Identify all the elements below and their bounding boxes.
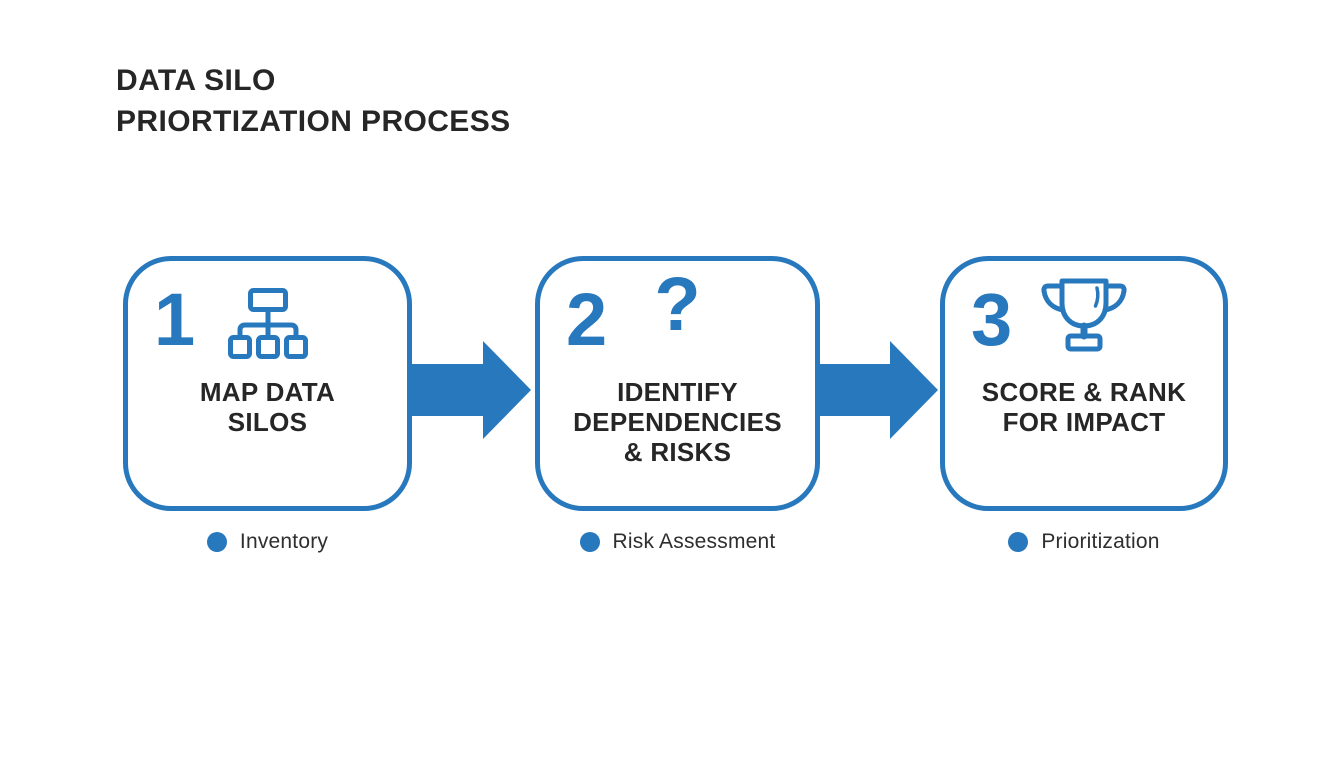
step-label-text-1: Inventory (239, 530, 329, 553)
step-title-2-line-1: IDENTIFY (617, 377, 738, 407)
step-title-1-line-2: SILOS (227, 407, 308, 437)
page-title-line-1: DATA SILO (116, 64, 276, 97)
step-label-risk-assessment: Risk Assessment (535, 529, 820, 555)
sitemap-icon (227, 288, 308, 365)
page-title: DATA SILO PRIORTIZATION PROCESS (116, 60, 511, 142)
flow-arrow-2 (818, 341, 938, 439)
step-label-text-3: Prioritization (1041, 530, 1160, 553)
step-card-score-rank: 3 SCORE & RANK FOR IMPACT (940, 256, 1228, 511)
bullet-dot-icon (1008, 532, 1029, 552)
question-mark-icon: ? (654, 262, 701, 347)
step-card-identify-dependencies: 2 ? IDENTIFY DEPENDENCIES & RISKS (535, 256, 820, 511)
step-title-2: IDENTIFY DEPENDENCIES & RISKS (540, 377, 815, 467)
step-number-1: 1 (154, 278, 196, 361)
bullet-dot-icon (579, 532, 600, 552)
step-label-text-2: Risk Assessment (612, 530, 776, 553)
step-number-3: 3 (971, 278, 1013, 361)
flow-arrow-1 (411, 341, 531, 439)
bullet-dot-icon (206, 532, 227, 552)
step-title-1-line-1: MAP DATA (199, 377, 336, 407)
step-title-2-line-2: DEPENDENCIES (573, 407, 782, 437)
page-title-line-2: PRIORTIZATION PROCESS (116, 105, 511, 138)
step-title-2-line-3: & RISKS (623, 437, 732, 467)
trophy-icon (1038, 277, 1130, 360)
step-number-2: 2 (566, 278, 608, 361)
step-title-3-line-2: FOR IMPACT (1002, 407, 1166, 437)
step-title-3-line-1: SCORE & RANK (981, 377, 1187, 407)
step-title-3: SCORE & RANK FOR IMPACT (945, 377, 1223, 437)
step-label-prioritization: Prioritization (940, 529, 1228, 555)
step-label-inventory: Inventory (123, 529, 412, 555)
step-card-map-data-silos: 1 MAP DATA SILOS (123, 256, 412, 511)
step-title-1: MAP DATA SILOS (128, 377, 407, 437)
